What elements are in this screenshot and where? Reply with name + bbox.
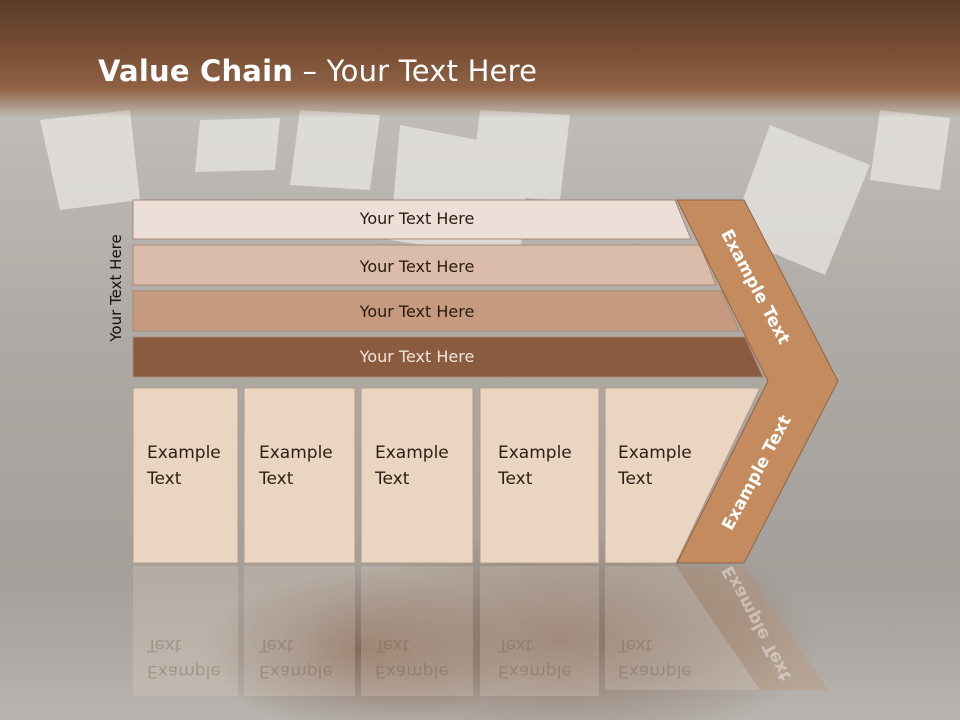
reflection-line: Example xyxy=(259,661,333,681)
reflection-line: Example xyxy=(147,661,221,681)
box-reflection xyxy=(480,566,599,696)
box-reflection xyxy=(133,566,238,696)
bar-label-1: Your Text Here xyxy=(359,209,475,228)
box-reflection xyxy=(605,566,760,690)
reflection-line: Text xyxy=(618,635,653,655)
box-label-line: Text xyxy=(147,469,182,489)
box-reflection xyxy=(244,566,355,696)
activity-box-3 xyxy=(360,387,474,564)
activity-box-1 xyxy=(132,387,239,564)
title-bold: Value Chain xyxy=(98,54,294,88)
reflection-line: Example xyxy=(498,661,572,681)
box-label-line: Text xyxy=(618,469,653,489)
reflection-line: Example xyxy=(618,661,692,681)
bar-label-2: Your Text Here xyxy=(359,257,475,276)
box-label-line: Example xyxy=(259,443,333,463)
arrow-reflection xyxy=(676,566,828,690)
bar-label-4: Your Text Here xyxy=(359,347,475,366)
reflection-line: Text xyxy=(147,635,182,655)
box-label-reflection: Example Text xyxy=(259,632,359,684)
bar-4 xyxy=(132,336,764,378)
bar-3 xyxy=(132,290,740,332)
bar-label-3: Your Text Here xyxy=(359,302,475,321)
box-label-line: Text xyxy=(259,469,294,489)
box-label-line: Text xyxy=(498,469,533,489)
activity-box-4 xyxy=(479,387,600,564)
box-label-reflection: Example Text xyxy=(147,632,247,684)
box-label-reflection: Example Text xyxy=(375,632,475,684)
box-label-line: Example xyxy=(618,443,692,463)
title-banner xyxy=(0,0,960,118)
slide-title: Value Chain – Your Text Here xyxy=(98,54,537,88)
title-rest: – Your Text Here xyxy=(293,54,538,88)
box-label-reflection: Example Text xyxy=(498,632,598,684)
box-label-reflection: Example Text xyxy=(618,632,718,684)
bar-1 xyxy=(132,199,692,240)
box-reflection xyxy=(361,566,473,696)
box-label-line: Text xyxy=(375,469,410,489)
reflection-line: Text xyxy=(498,635,533,655)
reflection-line: Text xyxy=(375,635,410,655)
reflection-line: Example xyxy=(375,661,449,681)
reflection-line: Text xyxy=(259,635,294,655)
bar-2 xyxy=(132,244,717,286)
value-arrow xyxy=(676,199,839,564)
box-label-line: Example xyxy=(375,443,449,463)
box-label-line: Example xyxy=(498,443,572,463)
activity-box-5 xyxy=(604,387,761,564)
activity-box-2 xyxy=(243,387,356,564)
box-label-line: Example xyxy=(147,443,221,463)
